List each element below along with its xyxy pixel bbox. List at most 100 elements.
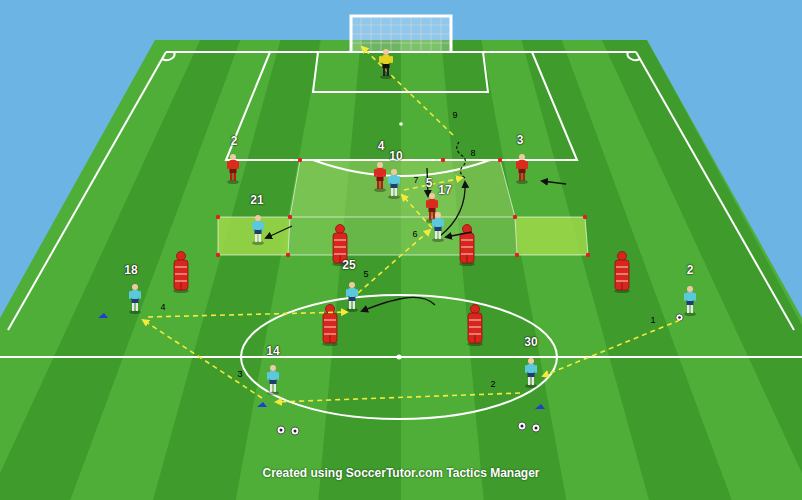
- pitch-part: [351, 16, 451, 52]
- pitch-part: [585, 217, 588, 255]
- player-number: 30: [524, 336, 537, 348]
- pitch-part: [218, 255, 588, 256]
- pitch-part: [586, 253, 590, 257]
- pitch-part: [446, 232, 472, 237]
- pitch-part: [542, 181, 566, 184]
- pitch-part: [322, 305, 338, 347]
- pitch-part: [266, 168, 566, 311]
- pitch-part: [351, 25, 451, 26]
- pitch-part: [515, 253, 519, 257]
- player-number: 10: [389, 150, 402, 162]
- player-number: 4: [378, 140, 385, 152]
- pitch-part: [532, 424, 540, 432]
- pitch-part: [257, 402, 267, 407]
- pitch-part: [218, 217, 585, 218]
- sequence-number: 3: [237, 370, 242, 379]
- pitch-part: [276, 393, 520, 402]
- pitch-part: [290, 160, 515, 217]
- pitch-part: [0, 40, 802, 500]
- pitch-part: [252, 215, 264, 245]
- pitch-part: [277, 426, 285, 434]
- pitch-part: [288, 217, 517, 255]
- pitch-part: [162, 52, 174, 60]
- pitch-part: [148, 312, 347, 317]
- pitch-part: [515, 217, 588, 255]
- player-number: 5: [426, 177, 433, 189]
- pitch-part: [0, 52, 802, 419]
- pitch-part: [614, 252, 630, 294]
- player-number: 17: [438, 184, 451, 196]
- pitch-part: [313, 52, 488, 92]
- sequence-number: 1: [650, 316, 655, 325]
- pitch-part: [98, 313, 108, 318]
- pitch-part: [543, 320, 680, 376]
- player-number: 18: [124, 264, 137, 276]
- pitch-part: [498, 158, 502, 162]
- sequence-number: 8: [470, 149, 475, 158]
- pitch-part: [290, 160, 300, 217]
- pitch-part: [374, 162, 386, 192]
- pitch-part: [216, 215, 220, 219]
- caption: Created using SoccerTutor.com Tactics Ma…: [263, 467, 540, 479]
- pitch-part: [227, 154, 239, 184]
- pitch-part: [288, 217, 290, 255]
- pitch-part: [286, 253, 290, 257]
- pitch-part: [397, 355, 402, 360]
- pitch-part: [388, 169, 400, 199]
- pitch-part: [313, 160, 490, 176]
- pitch-part: [129, 284, 141, 314]
- pitch-part: [288, 215, 292, 219]
- pitch-part: [518, 422, 526, 430]
- pitch-part: [362, 297, 435, 311]
- pitch-part: [351, 43, 451, 44]
- player-number: 21: [250, 194, 263, 206]
- pitch-part: [8, 52, 166, 330]
- pitch-part: [218, 217, 290, 255]
- sequence-number: 6: [412, 230, 417, 239]
- pitch-part: [404, 178, 462, 190]
- sequence-number: 7: [413, 176, 418, 185]
- pitch-part: [432, 212, 444, 242]
- pitch-part: [218, 217, 219, 255]
- sequence-number: 4: [160, 303, 165, 312]
- pitch-part: [351, 16, 451, 52]
- pitch-part: [143, 47, 680, 402]
- pitch-part: [583, 215, 587, 219]
- pitch-part: [153, 40, 321, 500]
- pitch-part: [602, 40, 802, 500]
- sequence-number: 5: [363, 270, 368, 279]
- pitch-part: [459, 225, 475, 267]
- pitch-part: [515, 217, 517, 255]
- pitch-part: [218, 160, 588, 255]
- pitch-part: [298, 158, 302, 162]
- pitch-part: [628, 52, 640, 60]
- pitch-part: [226, 52, 577, 160]
- pitch-part: [362, 47, 453, 135]
- pitch-part: [522, 40, 732, 500]
- pitch-part: [351, 34, 451, 35]
- pitch-part: [351, 16, 451, 52]
- pitch-part: [318, 40, 401, 500]
- pitch-part: [399, 122, 403, 126]
- pitch-part: [216, 158, 590, 257]
- pitch-part: [636, 52, 794, 330]
- pitch-part: [535, 404, 545, 409]
- pitch-part: [516, 154, 528, 184]
- pitch-part: [402, 195, 432, 228]
- pitch-part: [525, 358, 537, 388]
- pitch-part: [358, 230, 430, 293]
- pitch-part: [266, 226, 292, 238]
- pitch-part: [379, 49, 393, 79]
- pitch-part: [241, 295, 557, 419]
- pitch-part: [291, 427, 299, 435]
- pitch-part: [467, 305, 483, 347]
- pitch-part: [457, 142, 466, 178]
- sequence-number: 9: [452, 111, 457, 120]
- pitch-part: [267, 365, 279, 395]
- pitch-part: [143, 320, 262, 398]
- pitch-part: [441, 158, 445, 162]
- pitch-part: [173, 252, 189, 294]
- pitch-part: [684, 286, 696, 316]
